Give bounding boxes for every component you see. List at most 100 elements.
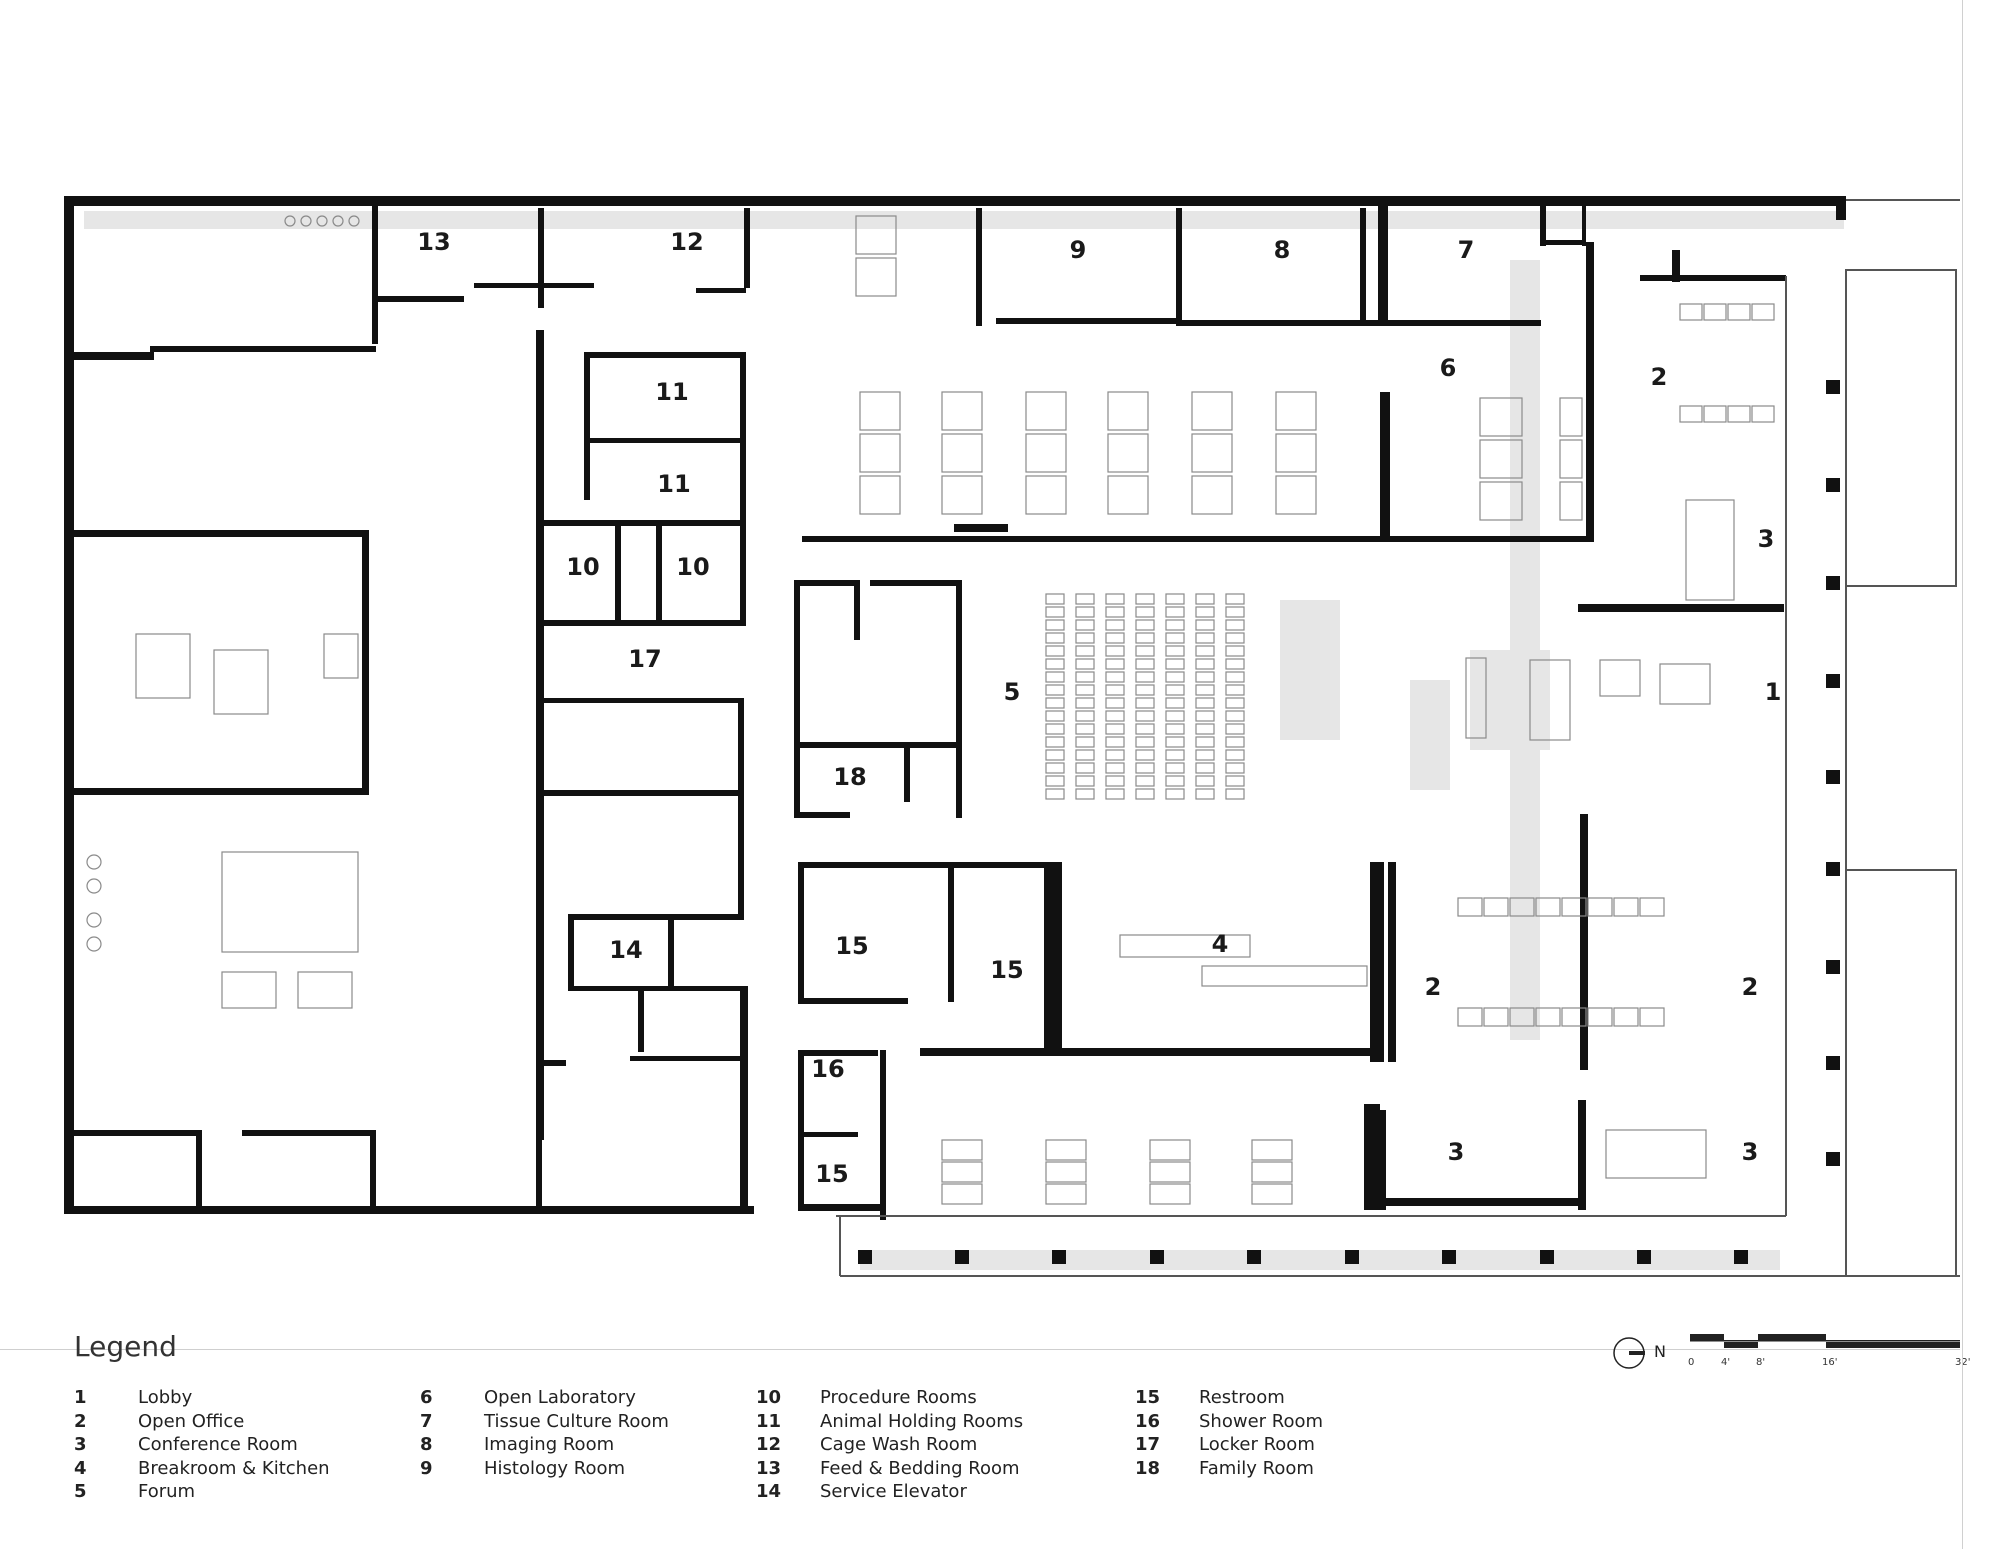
office-desk [1727,405,1751,423]
room-label: 9 [1070,236,1087,264]
forum-seat [1225,684,1245,696]
office-desk [1561,897,1587,917]
forum-seat [1075,658,1095,670]
north-label: N [1654,1342,1666,1361]
forum-seat [1165,788,1185,800]
forum-seat [1195,788,1215,800]
forum-seat [1135,671,1155,683]
forum-seat [1075,684,1095,696]
forum-seat [1045,658,1065,670]
forum-seat [1165,710,1185,722]
room-label: 16 [811,1055,844,1083]
office-desk [1483,897,1509,917]
forum-seat [1165,749,1185,761]
office-desk [1751,303,1775,321]
forum-seat [1225,775,1245,787]
forum-seat [1165,658,1185,670]
room-label: 15 [815,1160,848,1188]
forum-seat [1135,593,1155,605]
scale-tick: 16' [1822,1357,1838,1368]
work-table [221,971,277,1009]
work-table [297,971,353,1009]
storage-drum [86,878,102,894]
office-desk [1639,897,1665,917]
room-label: 2 [1742,973,1759,1001]
room-label: 18 [833,763,866,791]
room-label: 3 [1448,1138,1465,1166]
forum-seat [1135,684,1155,696]
lab-bench [859,475,901,515]
office-desk [941,1139,983,1161]
office-desk [1251,1183,1293,1205]
office-desk [1149,1183,1191,1205]
storage-drum [86,854,102,870]
office-desk [1509,897,1535,917]
lab-bench [941,391,983,431]
forum-seat [1195,697,1215,709]
room-label: 14 [609,936,642,964]
scale-tick: 4' [1721,1357,1731,1368]
room-label: 3 [1742,1138,1759,1166]
office-desk [1457,1007,1483,1027]
forum-seat [1105,593,1125,605]
office-desk [1587,1007,1613,1027]
office-desk [1149,1139,1191,1161]
office-desk [1703,405,1727,423]
forum-seat [1075,736,1095,748]
forum-seat [1195,593,1215,605]
forum-seat [1105,775,1125,787]
forum-seat [1045,619,1065,631]
forum-seat [1225,749,1245,761]
forum-seat [1075,593,1095,605]
forum-seat [1105,606,1125,618]
lab-bench [1191,475,1233,515]
room-label: 17 [628,645,661,673]
forum-seat [1225,632,1245,644]
lab-bench [1025,475,1067,515]
lounge-sofa [1529,659,1571,741]
equipment-unit [213,649,269,715]
office-desk [1535,897,1561,917]
lab-bench [1191,391,1233,431]
forum-seat [1135,632,1155,644]
room-label: 11 [655,378,688,406]
forum-seat [1105,749,1125,761]
office-desk [1045,1183,1087,1205]
lab-bench [1275,475,1317,515]
forum-seat [1225,697,1245,709]
forum-seat [1195,723,1215,735]
lab-bench [941,433,983,473]
room-label: 12 [670,228,703,256]
forum-seat [1075,697,1095,709]
office-desk [941,1183,983,1205]
lab-bench [855,257,897,297]
storage-drum [348,215,360,227]
forum-seat [1165,736,1185,748]
room-label: 6 [1440,354,1457,382]
forum-seat [1105,684,1125,696]
forum-seat [1195,684,1215,696]
forum-seat [1045,775,1065,787]
office-desk [1251,1139,1293,1161]
lab-bench [1107,433,1149,473]
lab-bench [859,391,901,431]
room-label: 2 [1425,973,1442,1001]
forum-seat [1165,632,1185,644]
room-label: 2 [1651,363,1668,391]
storage-drum [86,936,102,952]
forum-seat [1045,606,1065,618]
room-label: 13 [417,228,450,256]
room-label: 15 [835,932,868,960]
office-desk [1149,1161,1191,1183]
lab-bench [1275,433,1317,473]
